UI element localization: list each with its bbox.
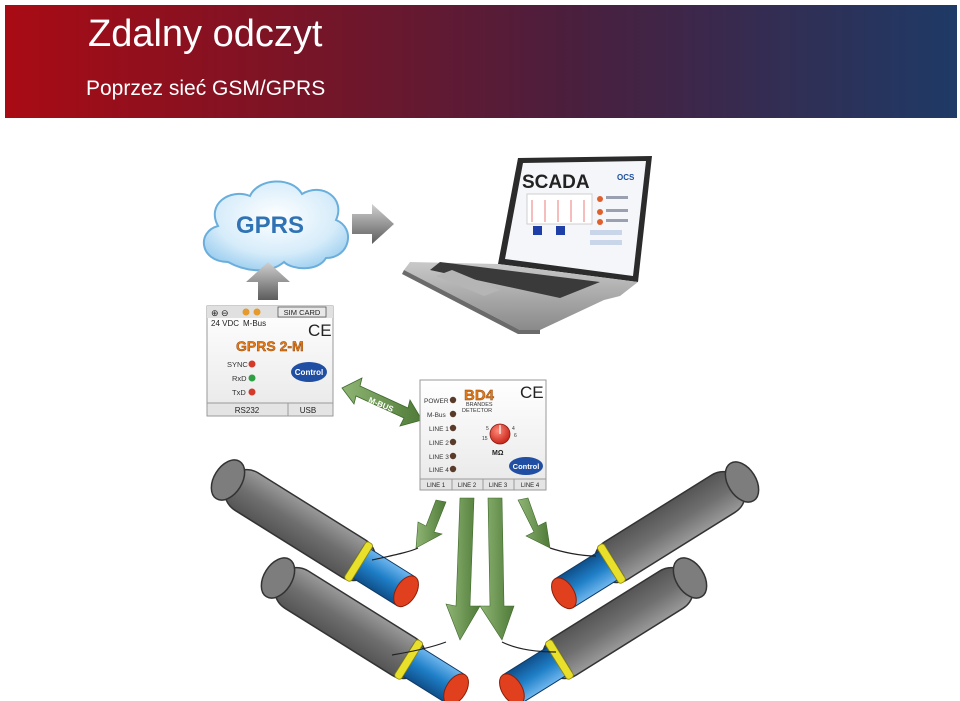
page-title: Zdalny odczyt <box>88 13 323 55</box>
line-port: LINE 2 <box>458 483 477 489</box>
brand-label: Control <box>513 462 540 471</box>
laptop: SCADA OCS <box>402 156 652 334</box>
sense-wire <box>371 547 419 561</box>
led-label: LINE 4 <box>429 467 449 474</box>
scada-logo: OCS <box>617 173 635 182</box>
ce-mark: CE <box>520 383 544 402</box>
gprs-cloud: GPRS <box>202 180 349 272</box>
line-port: LINE 4 <box>521 483 540 489</box>
led-line-3 <box>449 452 457 460</box>
sense-wire <box>549 547 597 557</box>
mbus-link-arrow-icon: M-BUS <box>341 377 423 427</box>
led-mbus <box>449 410 457 418</box>
svg-text:15: 15 <box>482 436 488 442</box>
line-3-arrow-icon <box>479 497 515 641</box>
line-1-arrow-icon <box>415 499 447 549</box>
range-knob: 5 15 4 6 MΩ <box>482 423 517 457</box>
port-rs232: RS232 <box>235 406 260 415</box>
led-label: RxD <box>232 374 247 383</box>
simcard-label: SIM CARD <box>284 308 321 317</box>
sense-wire <box>391 641 447 656</box>
svg-text:6: 6 <box>514 433 517 439</box>
led-label: LINE 1 <box>429 426 449 433</box>
led-rxd <box>248 374 256 382</box>
scada-title: SCADA <box>522 172 590 193</box>
gprs-module: ⊕ ⊖ SIM CARD 24 VDC M-Bus CE GPRS 2-M SY… <box>206 305 334 417</box>
line-4-arrow-icon <box>517 497 551 549</box>
led-txd <box>248 388 256 396</box>
ce-mark: CE <box>308 321 332 340</box>
led-label: LINE 2 <box>429 440 449 447</box>
power-terminal-icon: ⊕ ⊖ <box>211 308 229 318</box>
knob-label: MΩ <box>492 450 504 457</box>
cable-pipe <box>499 557 708 701</box>
terminal-icon <box>253 308 261 316</box>
led-sync <box>248 360 256 368</box>
cloud-to-laptop-arrow-icon <box>352 204 394 244</box>
bd4-module-name: BD4 <box>464 387 495 404</box>
led-label: TxD <box>232 388 246 397</box>
terminal-icon <box>242 308 250 316</box>
led-label: POWER <box>424 398 449 405</box>
page-subtitle: Poprzez sieć GSM/GPRS <box>86 77 326 100</box>
brand-logo: Control <box>509 457 543 475</box>
sense-wire <box>501 641 557 653</box>
mbus-label: M-Bus <box>243 319 266 328</box>
led-line-4 <box>449 465 457 473</box>
port-usb: USB <box>300 406 316 415</box>
bd4-subtitle: DETECTOR <box>462 408 492 414</box>
led-line-2 <box>449 438 457 446</box>
svg-text:5: 5 <box>486 426 489 432</box>
led-line-1 <box>449 424 457 432</box>
brand-label: Control <box>295 368 323 377</box>
led-power <box>449 396 457 404</box>
uplink-arrow-icon <box>246 262 290 300</box>
led-label: M-Bus <box>427 412 447 419</box>
cable-pipe <box>210 459 419 608</box>
svg-text:4: 4 <box>512 426 515 432</box>
brand-logo: Control <box>291 362 327 382</box>
cable-pipe <box>260 557 469 701</box>
cloud-label: GPRS <box>236 212 304 239</box>
led-label: SYNC <box>227 360 248 369</box>
gprs-module-name: GPRS 2-M <box>236 338 304 354</box>
line-port: LINE 3 <box>489 483 508 489</box>
power-label: 24 VDC <box>211 319 239 328</box>
line-2-arrow-icon <box>445 497 481 641</box>
bd4-subtitle: BRANDES <box>466 402 493 408</box>
cable-pipe <box>551 461 760 610</box>
line-port: LINE 1 <box>427 483 446 489</box>
led-label: LINE 3 <box>429 454 449 461</box>
bd4-module: BD4 BRANDES DETECTOR CE POWER M-Bus LINE… <box>419 379 547 491</box>
header-banner <box>5 5 957 118</box>
scada-screen: SCADA OCS <box>522 172 635 245</box>
